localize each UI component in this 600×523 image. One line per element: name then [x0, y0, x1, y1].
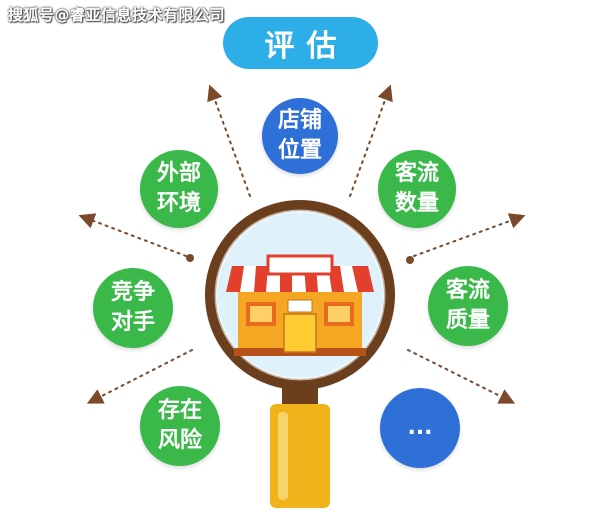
bubble-competitors-label: 竞争对手: [110, 280, 155, 335]
arrow-right-upper: [413, 213, 526, 257]
arrow-right-lower: [407, 349, 516, 404]
bubble-competitors: 竞争对手: [93, 268, 173, 348]
bubble-customer-count: 客流数量: [378, 150, 456, 228]
arrow-up-right: [349, 84, 393, 197]
bubble-risk: 存在风险: [140, 386, 220, 466]
bubble-store-location-label: 店铺位置: [277, 108, 322, 163]
bubble-external-environment-label: 外部环境: [156, 161, 201, 216]
bubble-customer-quality: 客流质量: [428, 266, 508, 346]
bubble-customer-quality-label: 客流质量: [445, 278, 490, 333]
bubble-external-environment: 外部环境: [140, 150, 218, 228]
bubble-more: ...: [380, 388, 460, 468]
bubble-store-location: 店铺位置: [262, 98, 338, 174]
bubble-more-label: ...: [407, 415, 433, 441]
watermark: 搜狐号@睿亚信息技术有限公司: [8, 6, 226, 24]
bubble-customer-count-label: 客流数量: [394, 161, 439, 216]
arrow-up-left: [207, 84, 251, 197]
bubble-risk-label: 存在风险: [157, 398, 202, 453]
title-pill: 评估: [223, 17, 378, 69]
arrow-left-lower: [86, 349, 193, 404]
store-icon: [226, 254, 374, 356]
